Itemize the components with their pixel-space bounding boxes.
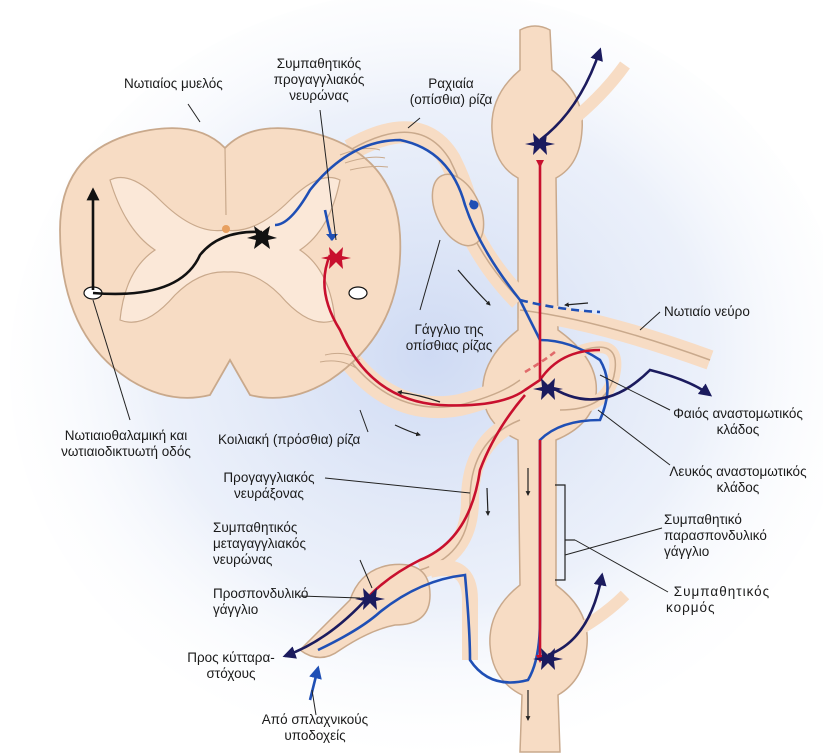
- label-prevertebral-ganglion-line1: Προσπονδυλικό: [213, 586, 309, 601]
- label-to-targets-line1: Προς κύτταρα-: [187, 650, 275, 665]
- label-spinal-cord: Νωτιαίος μυελός: [124, 76, 223, 91]
- label-spinothalamic-tract-line1: Νωτιαιοθαλαμική και: [64, 428, 188, 443]
- label-prevertebral-ganglion-line2: γάγγλιο: [213, 602, 259, 617]
- label-gray-ramus-line1: Φαιός αναστομωτικός: [673, 406, 803, 421]
- label-postganglionic-neuron-line1: Συμπαθητικός: [213, 520, 298, 535]
- paravertebral-neuron-bottom: [533, 648, 563, 670]
- label-dorsal-root-ganglion-line2: οπίσθιας ρίζας: [405, 338, 493, 353]
- label-preganglionic-neuron-line3: νευρώνας: [289, 88, 349, 103]
- label-dorsal-root-ganglion: Γάγγλιο της οπίσθιας ρίζας: [394, 322, 504, 354]
- label-spinothalamic-tract-line2: νωτιαιοδικτυωτή οδός: [61, 444, 191, 459]
- label-ventral-root: Κοιλιακή (πρόσθια) ρίζα: [218, 432, 361, 447]
- dorsal-root-ganglion: [431, 173, 485, 247]
- label-paravertebral-ganglion: Συμπαθητικό παρασπονδυλικό γάγγλιο: [664, 512, 767, 560]
- label-dorsal-root-line2: (οπίσθια) ρίζα: [409, 92, 493, 107]
- label-from-receptors: Από σπλαχνικούς υποδοχείς: [250, 712, 380, 744]
- label-to-targets-line2: στόχους: [206, 666, 256, 681]
- label-gray-ramus: Φαιός αναστομωτικός κλάδος: [663, 406, 813, 438]
- preganglionic-neuron-soma: [321, 247, 351, 269]
- label-to-targets: Προς κύτταρα- στόχους: [175, 650, 287, 682]
- label-dorsal-root: Ραχιαία (οπίσθια) ρίζα: [396, 76, 506, 108]
- flow-arrows: [394, 269, 589, 721]
- label-paravertebral-ganglion-line3: γάγγλιο: [664, 544, 710, 559]
- label-preganglionic-neuron-line1: Συμπαθητικός: [276, 56, 362, 71]
- spinothalamic-neuron: [247, 226, 277, 249]
- label-preganglionic-neuron: Συμπαθητικός προγαγγλιακός νευρώνας: [262, 56, 376, 104]
- label-dorsal-root-ganglion-line1: Γάγγλιο της: [414, 322, 484, 337]
- label-paravertebral-ganglion-line2: παρασπονδυλικό: [664, 528, 767, 543]
- paravertebral-neuron-mid: [533, 378, 563, 400]
- leader-lines: [92, 103, 671, 716]
- label-from-receptors-line2: υποδοχείς: [284, 728, 346, 743]
- label-preganglionic-axon-line2: νευράξονας: [234, 486, 304, 501]
- postganglionic-pathway: [282, 47, 713, 659]
- spinothalamic-tract: [86, 187, 263, 296]
- label-paravertebral-ganglion-line1: Συμπαθητικό: [664, 512, 742, 527]
- label-dorsal-root-line1: Ραχιαία: [428, 76, 474, 91]
- label-sympathetic-trunk-line1: Συμπαθητικός: [673, 584, 771, 599]
- label-postganglionic-neuron: Συμπαθητικός μεταγαγγλιακός νευρώνας: [213, 520, 306, 568]
- neuron-somas: [247, 133, 563, 670]
- label-preganglionic-axon-line1: Προγαγγλιακός: [223, 470, 315, 485]
- ganglion-bracket: [555, 484, 566, 581]
- label-preganglionic-axon: Προγαγγλιακός νευράξονας: [213, 470, 325, 502]
- label-postganglionic-neuron-line2: μεταγαγγλιακός: [213, 536, 306, 551]
- label-spinal-nerve: Νωτιαίο νεύρο: [664, 304, 750, 319]
- label-prevertebral-ganglion: Προσπονδυλικό γάγγλιο: [213, 586, 308, 618]
- prevertebral-neuron: [355, 588, 385, 610]
- preganglionic-pathway: [323, 160, 601, 655]
- label-gray-ramus-line2: κλάδος: [716, 422, 760, 437]
- label-preganglionic-neuron-line2: προγαγγλιακός: [273, 72, 365, 87]
- paravertebral-neuron-top: [525, 133, 555, 155]
- label-from-receptors-line1: Από σπλαχνικούς: [261, 712, 369, 727]
- label-white-ramus-line1: Λευκός αναστομωτικός: [669, 464, 807, 479]
- label-white-ramus-line2: κλάδος: [716, 480, 760, 495]
- label-spinothalamic-tract: Νωτιαιοθαλαμική και νωτιαιοδικτυωτή οδός: [46, 428, 206, 460]
- label-sympathetic-trunk-line2: κορμός: [666, 600, 716, 615]
- dorsal-root-ganglion-cell: [469, 200, 479, 210]
- label-postganglionic-neuron-line3: νευρώνας: [213, 552, 273, 567]
- label-white-ramus: Λευκός αναστομωτικός κλάδος: [663, 464, 813, 496]
- label-sympathetic-trunk: Συμπαθητικός κορμός: [666, 584, 778, 616]
